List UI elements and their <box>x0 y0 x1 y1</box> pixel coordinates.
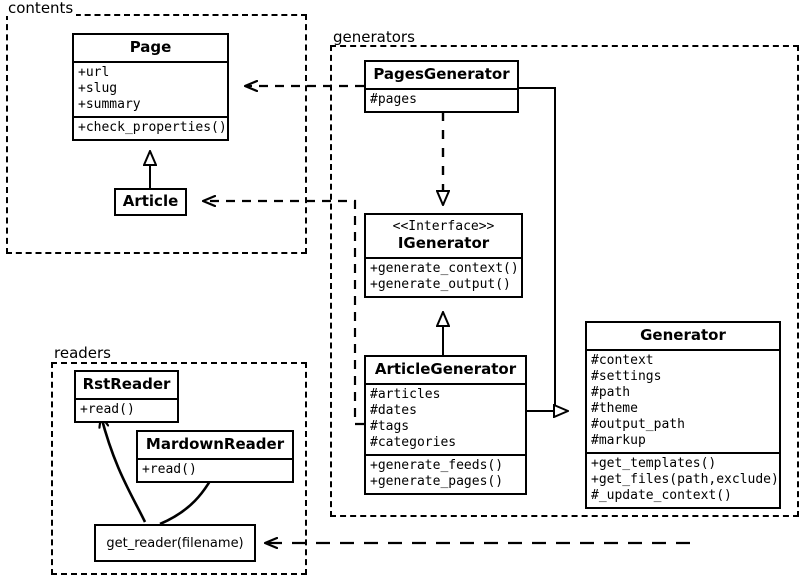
attribute: #theme <box>591 401 638 416</box>
method: +get_templates() <box>591 456 717 471</box>
attribute: #markup <box>591 433 646 448</box>
method: +read() <box>80 402 135 417</box>
class-page-attributes: +url +slug +summary <box>74 61 227 116</box>
class-mardownreader-title: MardownReader <box>145 435 285 453</box>
method: +generate_context() <box>370 261 519 276</box>
method: +check_properties() <box>78 120 227 135</box>
class-igenerator-stereotype: <<Interface>> <box>392 219 495 234</box>
attribute: +summary <box>78 97 141 112</box>
attribute: +slug <box>78 81 118 96</box>
class-article[interactable]: Article <box>114 188 187 216</box>
method: +read() <box>142 462 197 477</box>
class-page-methods: +check_properties() <box>74 116 227 139</box>
attribute: #path <box>591 385 631 400</box>
attribute: #articles <box>370 387 441 402</box>
attribute: #settings <box>591 369 662 384</box>
class-rstreader-methods: +read() <box>76 398 177 421</box>
method: #_update_context() <box>591 488 732 503</box>
method: +generate_output() <box>370 277 511 292</box>
attribute: +url <box>78 65 110 80</box>
class-page[interactable]: Page +url +slug +summary +check_properti… <box>72 33 229 141</box>
class-articlegenerator[interactable]: ArticleGenerator #articles #dates #tags … <box>364 355 527 495</box>
class-mardownreader-methods: +read() <box>138 458 292 481</box>
method: +generate_feeds() <box>370 458 504 473</box>
class-igenerator-title: IGenerator <box>397 234 490 252</box>
attribute: #dates <box>370 403 417 418</box>
class-articlegenerator-methods: +generate_feeds() +generate_pages() <box>366 454 525 493</box>
class-article-title: Article <box>122 192 179 210</box>
function-get-reader-label: get_reader(filename) <box>106 535 244 551</box>
attribute: #tags <box>370 419 410 434</box>
function-get-reader[interactable]: get_reader(filename) <box>94 524 256 562</box>
package-readers-label: readers <box>52 345 114 361</box>
attribute: #output_path <box>591 417 685 432</box>
class-igenerator[interactable]: <<Interface>> IGenerator +generate_conte… <box>364 213 523 298</box>
class-pagesgenerator[interactable]: PagesGenerator #pages <box>364 60 519 113</box>
package-generators <box>330 45 799 517</box>
class-igenerator-methods: +generate_context() +generate_output() <box>366 257 521 296</box>
package-contents-label: contents <box>6 0 77 16</box>
class-pagesgenerator-attributes: #pages <box>366 88 517 111</box>
attribute: #pages <box>370 92 417 107</box>
class-rstreader-title: RstReader <box>82 375 171 393</box>
method: +get_files(path,exclude) <box>591 472 779 487</box>
class-generator-methods: +get_templates() +get_files(path,exclude… <box>587 452 779 507</box>
method: +generate_pages() <box>370 474 504 489</box>
class-pagesgenerator-title: PagesGenerator <box>373 65 510 83</box>
package-generators-label: generators <box>331 29 418 45</box>
class-rstreader[interactable]: RstReader +read() <box>74 370 179 423</box>
class-articlegenerator-attributes: #articles #dates #tags #categories <box>366 383 525 454</box>
package-contents <box>6 14 307 254</box>
class-mardownreader[interactable]: MardownReader +read() <box>136 430 294 483</box>
class-generator-title: Generator <box>640 326 726 344</box>
class-page-title: Page <box>129 38 172 56</box>
package-readers <box>51 362 307 575</box>
attribute: #categories <box>370 435 457 450</box>
class-generator-attributes: #context #settings #path #theme #output_… <box>587 349 779 452</box>
attribute: #context <box>591 353 654 368</box>
class-articlegenerator-title: ArticleGenerator <box>374 360 517 378</box>
class-generator[interactable]: Generator #context #settings #path #them… <box>585 321 781 509</box>
